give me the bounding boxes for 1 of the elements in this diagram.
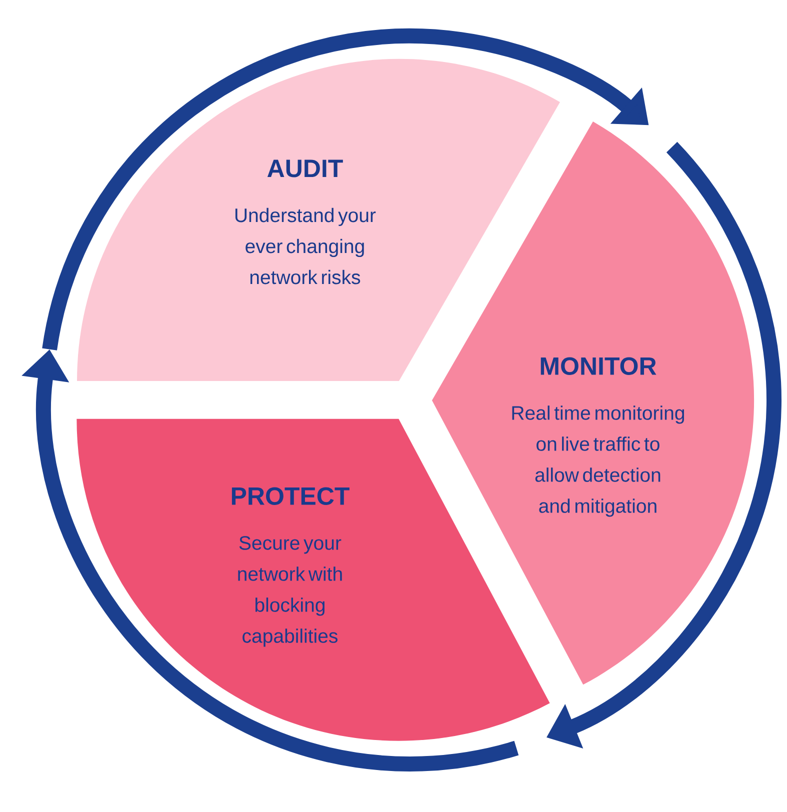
sector: MONITOR Real time monitoring on live traffic to allow detection and mitigation <box>432 122 754 685</box>
